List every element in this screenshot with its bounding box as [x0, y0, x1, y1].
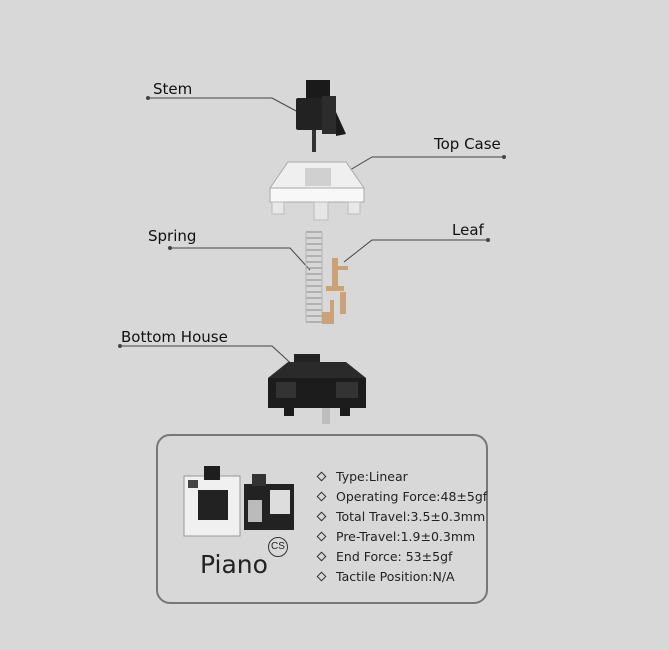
cs-badge: CS: [268, 537, 288, 557]
diamond-bullet-icon: [316, 511, 327, 521]
stem-part: [296, 80, 346, 152]
bottom-house-label: Bottom House: [121, 328, 228, 346]
spring-label: Spring: [148, 227, 197, 245]
top-case-label: Top Case: [434, 135, 501, 153]
spec-item-pre-travel: Pre-Travel:1.9±0.3mm: [316, 526, 487, 546]
spec-item-total-travel: Total Travel:3.5±0.3mm: [316, 506, 487, 526]
diamond-bullet-icon: [316, 471, 327, 481]
diamond-bullet-icon: [316, 531, 327, 541]
product-thumbnail-front: [183, 466, 241, 537]
bottom-house-part: [268, 354, 366, 424]
top-case-part: [269, 161, 365, 221]
stem-label: Stem: [153, 80, 193, 98]
leaf-label: Leaf: [452, 221, 484, 239]
spec-item-tactile-position: Tactile Position:N/A: [316, 566, 487, 586]
diamond-bullet-icon: [316, 571, 327, 581]
spec-card: [156, 434, 488, 604]
product-thumbnail-side: [244, 474, 294, 530]
spec-list: Type:Linear Operating Force:48±5gf Total…: [316, 466, 487, 586]
product-name: Piano: [200, 550, 268, 579]
diamond-bullet-icon: [316, 491, 327, 501]
leader-lines: [118, 96, 506, 369]
spring-part: [305, 231, 323, 323]
spec-item-operating-force: Operating Force:48±5gf: [316, 486, 487, 506]
top-case-leader: [349, 156, 504, 171]
stem-leader: [148, 97, 299, 113]
diamond-bullet-icon: [316, 551, 327, 561]
bottom-house-leader: [120, 345, 297, 369]
leaf-leader: [343, 239, 488, 263]
spring-leader: [170, 247, 311, 271]
spec-item-end-force: End Force: 53±5gf: [316, 546, 487, 566]
spec-item-type: Type:Linear: [316, 466, 487, 486]
leaf-part: [322, 258, 348, 324]
